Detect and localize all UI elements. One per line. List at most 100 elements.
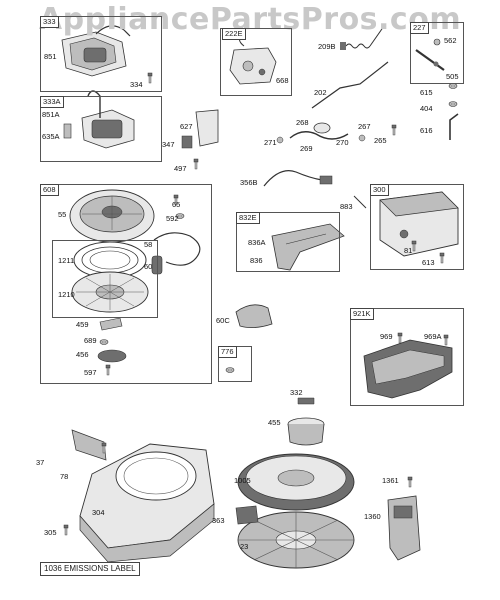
emissions-label-box: 1036 EMISSIONS LABEL xyxy=(40,562,140,576)
washer-615 xyxy=(448,83,458,89)
pawl-459 xyxy=(99,317,123,331)
armature-333a-drawing xyxy=(63,90,135,149)
part-label: 268 xyxy=(296,118,309,127)
part-label: 347 xyxy=(162,140,175,149)
group-label-333a: 333A xyxy=(40,96,64,108)
part-label: 627 xyxy=(180,122,193,131)
group-box-608 xyxy=(40,184,212,384)
part-label: 459 xyxy=(76,320,89,329)
group-label-222e: 222E xyxy=(222,28,246,40)
part-label: 305 xyxy=(44,528,57,537)
group-label-300: 300 xyxy=(370,184,389,196)
part-label: 334 xyxy=(130,80,143,89)
part-label: 267 xyxy=(358,122,371,131)
handle-60c xyxy=(235,304,273,328)
part-label: 836 xyxy=(250,256,263,265)
blower-housing-drawing xyxy=(63,429,215,563)
part-label: 851A xyxy=(42,110,60,119)
part-label: 597 xyxy=(84,368,97,377)
group-box-832e xyxy=(236,212,340,272)
flywheel-drawing xyxy=(235,453,355,569)
part-label: 1361 xyxy=(382,476,399,485)
part-label: 58 xyxy=(144,240,153,249)
gasket-883 xyxy=(353,195,367,209)
part-label: 356B xyxy=(240,178,258,187)
part-label: 1211 xyxy=(58,256,75,265)
part-label: 668 xyxy=(276,76,289,85)
part-label: 270 xyxy=(336,138,349,147)
part-label: 60C xyxy=(216,316,230,325)
group-box-333 xyxy=(40,16,162,92)
part-label: 404 xyxy=(420,104,433,113)
part-label: 1005 xyxy=(234,476,251,485)
part-label: 363 xyxy=(212,516,225,525)
muffler-guard-832e-drawing xyxy=(271,223,345,271)
screw-497 xyxy=(193,158,199,170)
group-label-832e: 832E xyxy=(236,212,260,224)
control-bracket-222e-drawing xyxy=(229,33,277,85)
part-label: 332 xyxy=(290,388,303,397)
part-label: 851 xyxy=(44,52,57,61)
spring-pulley-drawing xyxy=(71,241,149,313)
part-label: 615 xyxy=(420,88,433,97)
governor-spring-209b-drawing xyxy=(340,25,385,50)
part-label: 455 xyxy=(268,418,281,427)
part-label: 613 xyxy=(422,258,435,267)
part-label: 562 xyxy=(444,36,457,45)
fuel-line-group-drawing xyxy=(276,122,397,144)
part-label: 497 xyxy=(174,164,187,173)
part-label: 883 xyxy=(340,202,353,211)
nut-332 xyxy=(297,397,315,405)
part-label: 1210 xyxy=(58,290,75,299)
grommet-347 xyxy=(181,135,193,149)
screw-1361 xyxy=(407,476,413,488)
part-label: 969A xyxy=(424,332,442,341)
part-label: 456 xyxy=(76,350,89,359)
part-label: 209B xyxy=(318,42,336,51)
part-label: 81 xyxy=(404,246,413,255)
part-label: 689 xyxy=(84,336,97,345)
muffler-300-drawing xyxy=(379,191,459,264)
group-box-921k xyxy=(350,308,464,406)
cover-627 xyxy=(195,109,219,147)
link-616 xyxy=(449,113,459,140)
group-label-227: 227 xyxy=(410,22,429,34)
rewind-starter-608-drawing xyxy=(69,189,201,275)
group-label-608: 608 xyxy=(40,184,59,196)
group-label-333: 333 xyxy=(40,16,59,28)
part-label: 65 xyxy=(172,200,181,209)
group-box-spring xyxy=(52,240,158,318)
part-label: 616 xyxy=(420,126,433,135)
wire-356b xyxy=(263,170,323,187)
part-label: 505 xyxy=(446,72,459,81)
part-label: 592 xyxy=(166,214,179,223)
part-label: 55 xyxy=(58,210,67,219)
part-label: 37 xyxy=(36,458,45,467)
group-box-227 xyxy=(410,22,464,84)
washer-404 xyxy=(448,101,458,107)
part-label: 836A xyxy=(248,238,266,247)
group-label-921k: 921K xyxy=(350,308,374,320)
brake-1360 xyxy=(387,495,421,561)
part-label: 60 xyxy=(144,262,153,271)
throttle-lever-227-drawing xyxy=(415,38,445,71)
group-box-333a xyxy=(40,96,162,162)
part-label: 304 xyxy=(92,508,105,517)
part-label: 969 xyxy=(380,332,393,341)
part-label: 1360 xyxy=(364,512,381,521)
part-label: 202 xyxy=(314,88,327,97)
retainer-456 xyxy=(97,349,127,363)
group-label-776: 776 xyxy=(218,346,237,358)
group-box-222e xyxy=(220,28,292,96)
armature-333-drawing xyxy=(61,25,131,77)
part-label: 635A xyxy=(42,132,60,141)
starter-cup-455 xyxy=(287,417,325,446)
part-label: 78 xyxy=(60,472,69,481)
group-box-300 xyxy=(370,184,464,270)
part-label: 269 xyxy=(300,144,313,153)
shroud-921k-drawing xyxy=(363,332,453,399)
part-label: 271 xyxy=(264,138,277,147)
part-label: 23 xyxy=(240,542,249,551)
